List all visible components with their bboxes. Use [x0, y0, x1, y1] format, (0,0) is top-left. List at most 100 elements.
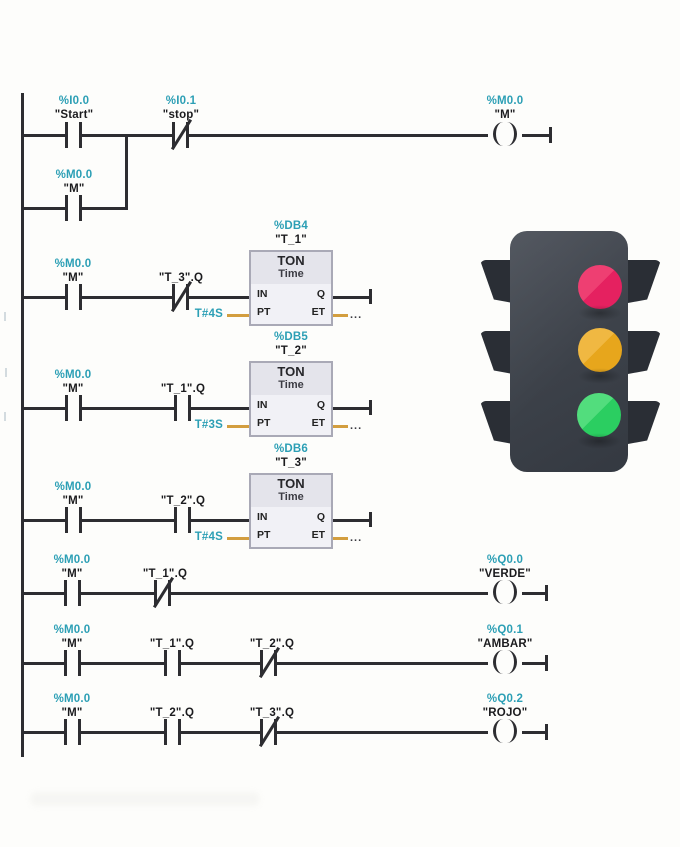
- green-lamp-icon: [577, 393, 621, 449]
- artifact-mark: [5, 368, 7, 377]
- nc-contact-stop[interactable]: [172, 122, 189, 148]
- wire-end-q: [369, 400, 372, 415]
- wire-end-q: [369, 289, 372, 304]
- operand-address: %M0.0: [53, 624, 91, 636]
- wire-rung1: [22, 134, 551, 137]
- wire-rung7: [22, 731, 547, 734]
- no-contact-t2q[interactable]: [164, 719, 181, 745]
- traffic-light-visor: [628, 331, 661, 374]
- operand-name: "ROJO": [482, 707, 528, 719]
- no-contact-m[interactable]: [64, 650, 81, 676]
- et-value: ...: [350, 420, 363, 432]
- et-value: ...: [350, 532, 363, 544]
- output-coil-verde[interactable]: [488, 580, 522, 606]
- timer-subtype-label: Time: [278, 268, 304, 280]
- timer-header: TON Time: [251, 475, 331, 507]
- operand-name: "stop": [162, 109, 200, 121]
- ton-timer-block-t1[interactable]: TON Time IN Q PT ET: [249, 250, 333, 326]
- operand-address: %Q0.2: [486, 693, 524, 705]
- nc-contact-t2q[interactable]: [260, 650, 277, 676]
- timer-pt-port: PT: [257, 529, 271, 541]
- operand-name: "M": [61, 568, 83, 580]
- operand-name: "T_2".Q: [149, 707, 195, 719]
- power-rail: [21, 93, 24, 757]
- traffic-light-body: [510, 231, 628, 472]
- timer-header: TON Time: [251, 363, 331, 395]
- red-lamp-icon: [578, 265, 622, 321]
- timer-type-label: TON: [277, 253, 305, 268]
- no-contact-m-branch[interactable]: [65, 195, 82, 221]
- operand-address: %Q0.0: [486, 554, 524, 566]
- operand-name: "Start": [54, 109, 94, 121]
- timer-pt-port: PT: [257, 417, 271, 429]
- operand-name: "T_2".Q: [249, 638, 295, 650]
- wire-q-output: [333, 407, 371, 410]
- timer-instance-name: "T_1": [275, 234, 307, 246]
- wire-end-rung7: [545, 724, 548, 740]
- operand-name: "T_3".Q: [249, 707, 295, 719]
- output-coil-ambar[interactable]: [488, 650, 522, 676]
- nc-contact-t3q[interactable]: [260, 719, 277, 745]
- pt-value[interactable]: T#4S: [194, 308, 223, 320]
- traffic-light-visor: [628, 401, 661, 444]
- nc-contact-t3q[interactable]: [172, 284, 189, 310]
- operand-name: "M": [63, 183, 85, 195]
- ton-timer-block-t2[interactable]: TON Time IN Q PT ET: [249, 361, 333, 437]
- operand-address: %M0.0: [53, 554, 91, 566]
- timer-in-port: IN: [257, 288, 268, 300]
- operand-name: "AMBAR": [477, 638, 533, 650]
- traffic-light-visor: [480, 331, 513, 374]
- output-coil-m[interactable]: [488, 122, 522, 148]
- wire-end-q: [369, 512, 372, 527]
- no-contact-t2q[interactable]: [174, 507, 191, 533]
- timer-q-port: Q: [316, 399, 325, 411]
- no-contact-m[interactable]: [65, 284, 82, 310]
- wire-et-output: [333, 425, 348, 428]
- wire-rung5: [22, 592, 547, 595]
- operand-name: "M": [494, 109, 516, 121]
- no-contact-t1q[interactable]: [174, 395, 191, 421]
- output-coil-rojo[interactable]: [488, 719, 522, 745]
- traffic-light-visor: [628, 260, 661, 303]
- wire-q-output: [333, 296, 371, 299]
- no-contact-start[interactable]: [65, 122, 82, 148]
- traffic-light-visor: [480, 260, 513, 303]
- timer-db-address: %DB4: [273, 220, 309, 232]
- amber-lamp-icon: [578, 328, 622, 384]
- operand-name: "M": [62, 383, 84, 395]
- operand-name: "T_1".Q: [142, 568, 188, 580]
- operand-name: "T_3".Q: [158, 272, 204, 284]
- ton-timer-block-t3[interactable]: TON Time IN Q PT ET: [249, 473, 333, 549]
- wire-branch-vertical: [125, 134, 128, 210]
- timer-header: TON Time: [251, 252, 331, 284]
- pt-value[interactable]: T#4S: [194, 531, 223, 543]
- operand-name: "M": [62, 495, 84, 507]
- wire-q-output: [333, 519, 371, 522]
- no-contact-m[interactable]: [65, 507, 82, 533]
- timer-instance-name: "T_3": [275, 457, 307, 469]
- operand-name: "M": [61, 707, 83, 719]
- timer-q-port: Q: [316, 511, 325, 523]
- no-contact-t1q[interactable]: [164, 650, 181, 676]
- timer-in-port: IN: [257, 399, 268, 411]
- wire-end-rung1: [549, 127, 552, 143]
- wire-rung3: [22, 407, 249, 410]
- pt-value[interactable]: T#3S: [194, 419, 223, 431]
- operand-address: %M0.0: [54, 258, 92, 270]
- timer-et-port: ET: [311, 306, 325, 318]
- artifact-smudge: [30, 792, 260, 806]
- wire-pt-input: [227, 537, 249, 540]
- timer-subtype-label: Time: [278, 379, 304, 391]
- operand-name: "T_2".Q: [160, 495, 206, 507]
- no-contact-m[interactable]: [64, 719, 81, 745]
- operand-address: %M0.0: [55, 169, 93, 181]
- no-contact-m[interactable]: [65, 395, 82, 421]
- wire-rung6: [22, 662, 547, 665]
- no-contact-m[interactable]: [64, 580, 81, 606]
- operand-address: %Q0.1: [486, 624, 524, 636]
- wire-end-rung6: [545, 655, 548, 671]
- nc-contact-t1q[interactable]: [154, 580, 171, 606]
- timer-db-address: %DB6: [273, 443, 309, 455]
- wire-et-output: [333, 537, 348, 540]
